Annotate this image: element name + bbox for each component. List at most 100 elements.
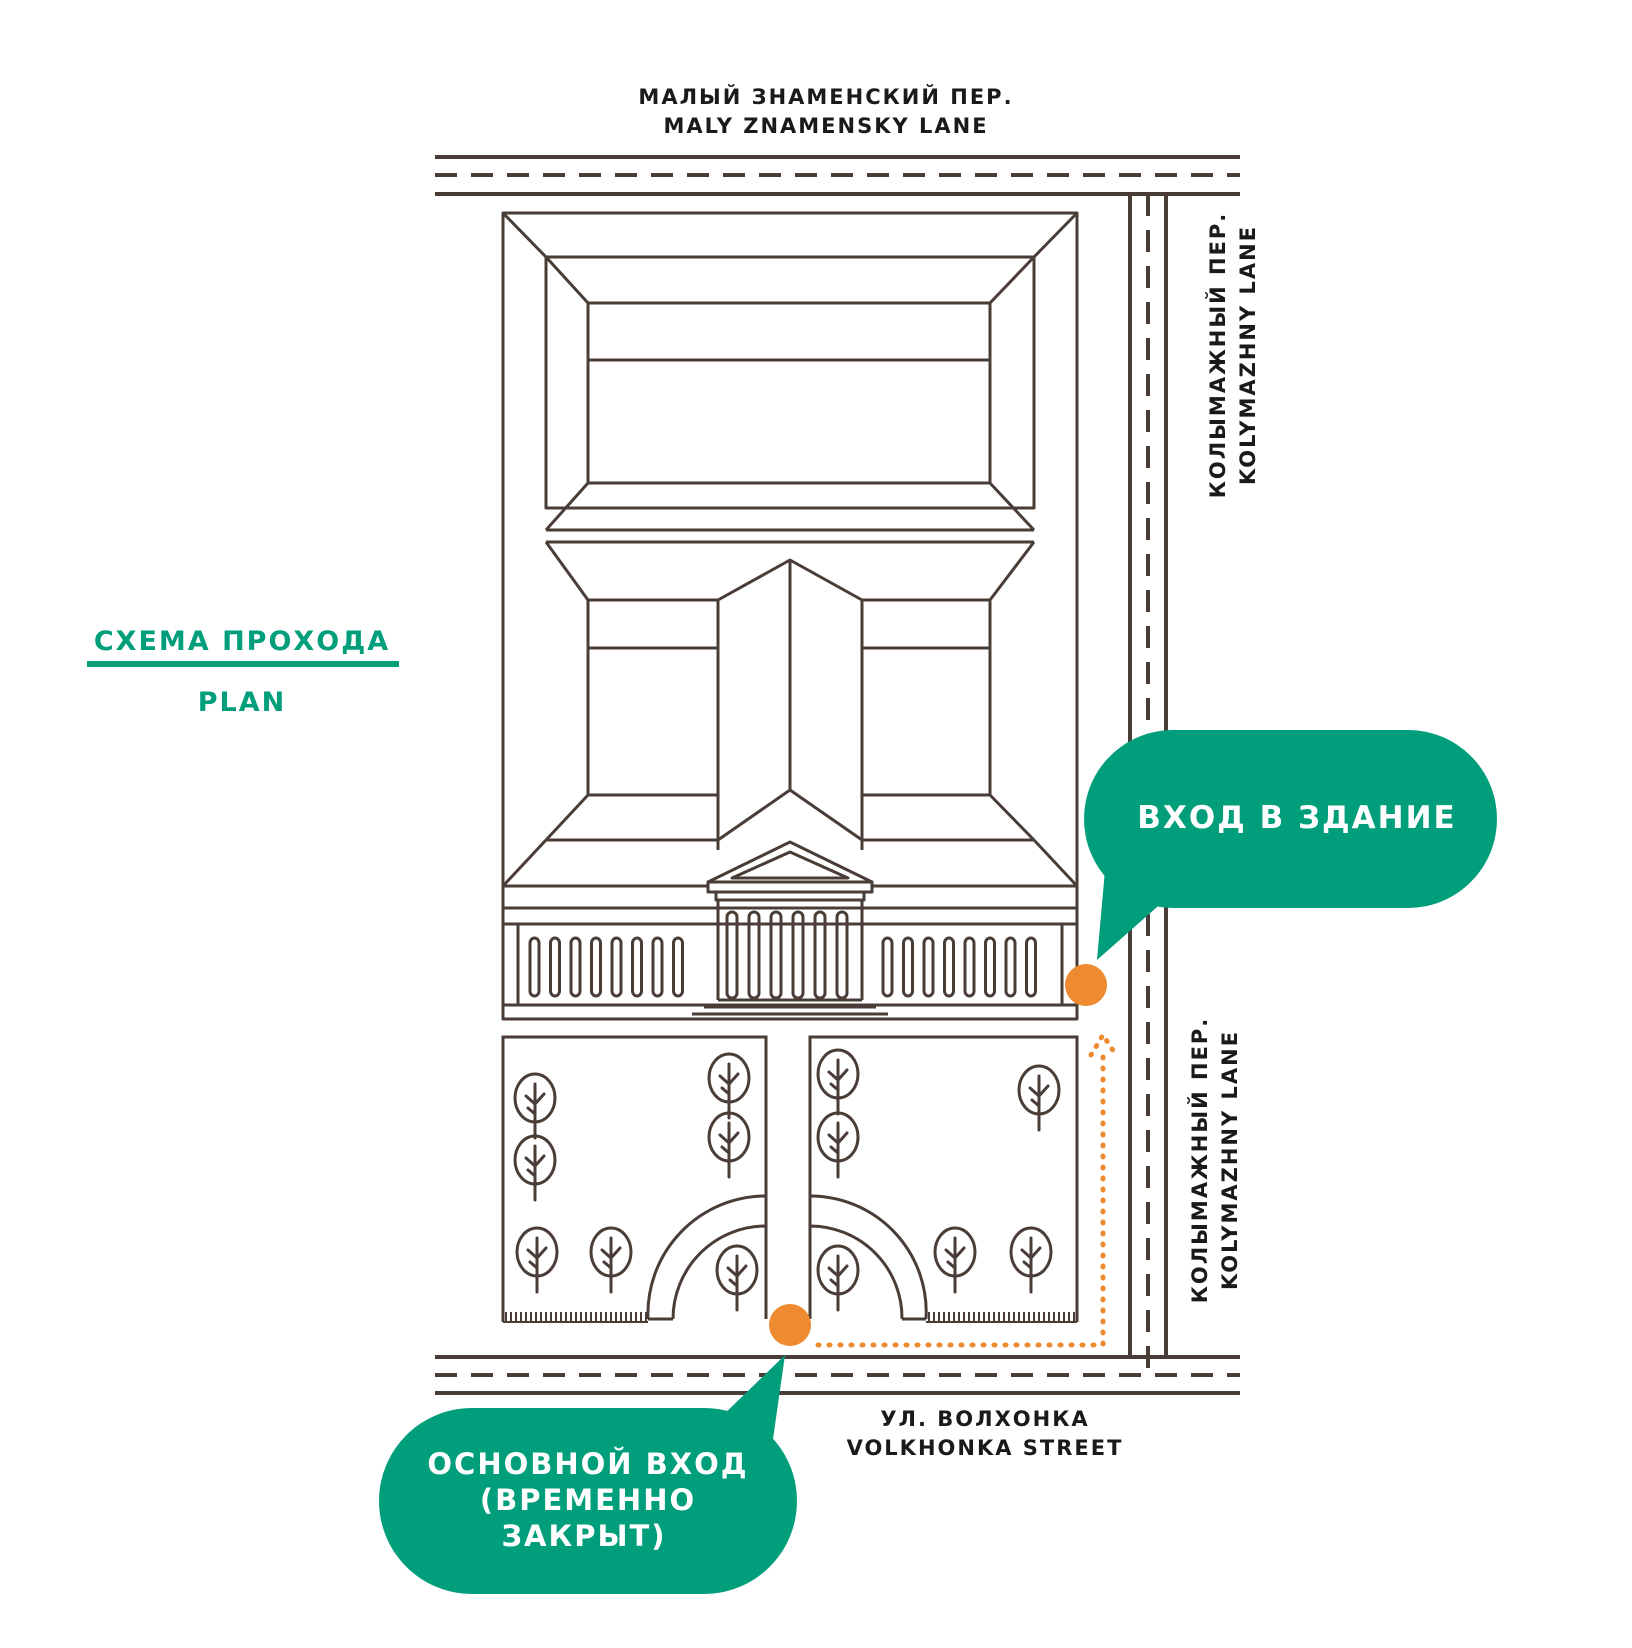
tree-branch	[1020, 1246, 1042, 1261]
street-label-south-ru: УЛ. ВОЛХОНКА	[880, 1407, 1089, 1431]
tree-icon	[513, 1134, 557, 1202]
facade-column	[881, 936, 894, 998]
map-title-block: СХЕМА ПРОХОДА PLAN	[87, 626, 399, 718]
portico-pediment	[706, 840, 874, 884]
building-outline	[501, 211, 1079, 1021]
tree-branch	[1030, 1098, 1041, 1108]
facade-column	[528, 936, 541, 998]
tree-branch	[829, 1278, 840, 1288]
tree-icon	[707, 1111, 751, 1179]
roof-ridge	[544, 482, 590, 531]
museum-building	[501, 211, 1079, 1021]
courtyard	[501, 1035, 1079, 1322]
callout-main-entrance: ОСНОВНОЙ ВХОД (ВРЕМЕННО ЗАКРЫТ)	[379, 1355, 797, 1594]
tree-icon	[1009, 1226, 1053, 1294]
tree-branch	[827, 1131, 849, 1146]
tree-branch	[720, 1145, 731, 1155]
tree-branch	[602, 1260, 613, 1270]
roof-ridge	[717, 788, 791, 842]
tree-branch	[526, 1246, 548, 1261]
roof-ridge	[988, 255, 1036, 305]
courtyard-fence	[503, 1312, 1077, 1323]
street-label-south-en: VOLKHONKA STREET	[847, 1436, 1124, 1460]
facade-column	[590, 936, 602, 998]
callout-main-entrance-line-3: ЗАКРЫТ)	[501, 1519, 666, 1553]
roof-ridge	[1032, 211, 1079, 259]
facade-column	[963, 936, 976, 998]
callout-main-entrance-tail	[718, 1355, 785, 1460]
street-label-east-upper-en: KOLYMAZHNY LANE	[1236, 225, 1260, 485]
colonnade-portico	[725, 910, 849, 1000]
facade-column	[747, 910, 761, 1000]
facade-column	[1025, 936, 1037, 998]
tree-branch	[946, 1260, 957, 1270]
street-label-north-ru: МАЛЫЙ ЗНАМЕНСКИЙ ПЕР.	[638, 84, 1013, 109]
tree-icon	[707, 1052, 751, 1120]
tree-branch	[718, 1131, 740, 1146]
tree-branch	[526, 1168, 537, 1178]
street-label-east-upper-ru: КОЛЫМАЖНЫЙ ПЕР.	[1205, 212, 1230, 499]
facade-column	[984, 936, 996, 998]
facade-column	[549, 936, 561, 998]
tree-branch	[528, 1260, 539, 1270]
map-title-ru: СХЕМА ПРОХОДА	[94, 626, 390, 657]
roof-ridge	[544, 255, 590, 305]
courtyard-path	[809, 1224, 904, 1320]
walking-route-path	[815, 1047, 1106, 1348]
colonnade-right	[881, 936, 1037, 998]
street-label-south: УЛ. ВОЛХОНКА VOLKHONKA STREET	[847, 1407, 1124, 1460]
courtyard-path	[671, 1224, 767, 1320]
roof-north-inner	[544, 255, 1036, 510]
facade-column	[943, 936, 955, 998]
roof-ridge	[544, 541, 590, 842]
callout-building-entrance-bubble	[1084, 730, 1497, 908]
facade-column	[902, 936, 914, 998]
colonnade-left	[528, 936, 684, 998]
callout-building-entrance-text: ВХОД В ЗДАНИЕ	[1137, 800, 1456, 836]
tree-icon	[1017, 1064, 1061, 1132]
roads	[435, 155, 1240, 1395]
entrance-marker-building[interactable]	[1065, 964, 1107, 1006]
route-arrow-icon	[1088, 1030, 1119, 1058]
tree-branch	[726, 1264, 748, 1279]
tree-icon	[816, 1244, 860, 1312]
street-label-east-upper: КОЛЫМАЖНЫЙ ПЕР. KOLYMAZHNY LANE	[1205, 212, 1260, 499]
tree-branch	[1028, 1084, 1050, 1099]
tree-branch	[720, 1086, 731, 1096]
facade-column	[769, 910, 783, 1000]
tree-branch	[829, 1082, 840, 1092]
map-title-underline	[87, 661, 399, 667]
street-label-north-en: MALY ZNAMENSKY LANE	[663, 114, 988, 138]
courtyard-path	[646, 1194, 767, 1320]
callout-main-entrance-line-1: ОСНОВНОЙ ВХОД	[427, 1447, 748, 1481]
portico-pediment	[730, 850, 850, 880]
tree-branch	[827, 1068, 849, 1083]
facade-column	[651, 936, 664, 998]
callout-main-entrance-line-2: (ВРЕМЕННО	[480, 1483, 696, 1517]
facade-column	[813, 910, 827, 1000]
street-label-north: МАЛЫЙ ЗНАМЕНСКИЙ ПЕР. MALY ZNAMENSKY LAN…	[638, 84, 1013, 138]
tree-branch	[718, 1072, 740, 1087]
entrance-marker-main[interactable]	[769, 1304, 811, 1346]
courtyard-right-block	[808, 1035, 1079, 1322]
street-label-east-lower: КОЛЫМАЖНЫЙ ПЕР. KOLYMAZHNY LANE	[1187, 1017, 1242, 1304]
roof-ridge	[988, 481, 1036, 532]
tree-branch	[524, 1092, 546, 1107]
tree-branch	[829, 1145, 840, 1155]
tree-icon	[515, 1226, 559, 1294]
roof-ridge	[789, 788, 863, 842]
facade-column	[672, 936, 684, 998]
tree-icon	[513, 1072, 557, 1140]
roof-ridge	[1032, 838, 1079, 888]
tree-icon	[816, 1111, 860, 1179]
courtyard-path	[809, 1194, 928, 1320]
tree-icon	[715, 1244, 759, 1312]
map-title-en: PLAN	[198, 687, 287, 718]
courtyard-left-block	[501, 1035, 768, 1322]
callout-main-entrance-bubble	[379, 1408, 797, 1594]
facade-column	[610, 936, 623, 998]
tree-branch	[827, 1264, 849, 1279]
facade-column	[1004, 936, 1017, 998]
tree-branch	[1022, 1260, 1033, 1270]
